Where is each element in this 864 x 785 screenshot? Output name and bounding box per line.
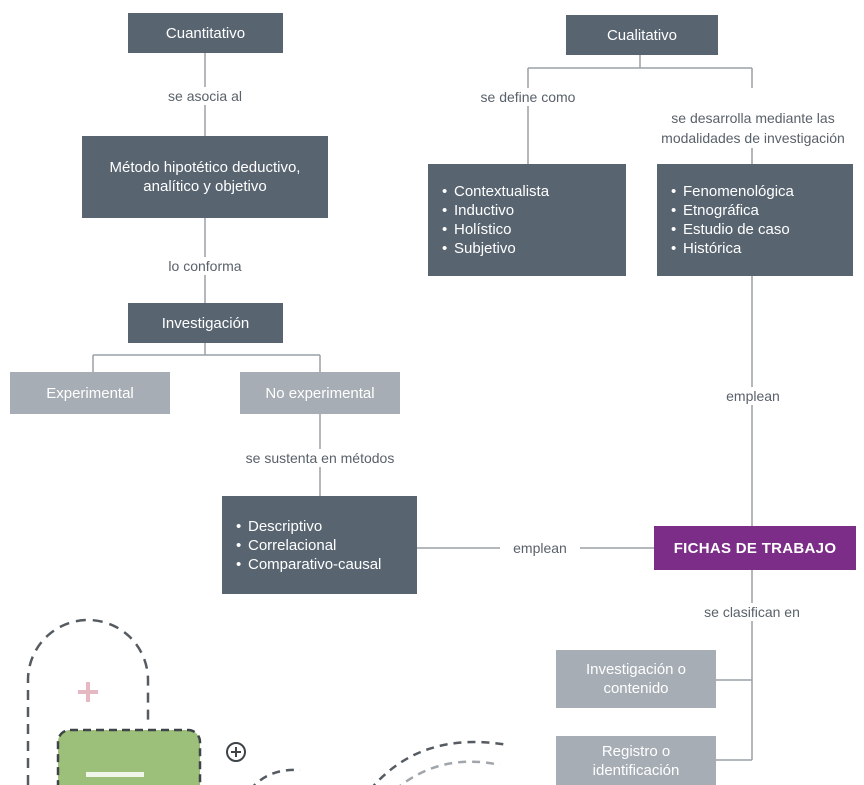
node-investigacion: Investigación (128, 303, 283, 343)
list-item: Estudio de caso (669, 220, 794, 239)
node-metodo: Método hipotético deductivo, analítico y… (82, 136, 328, 218)
node-cualitativo: Cualitativo (566, 15, 718, 55)
dashed-arc-decoration-2 (372, 740, 509, 785)
node-metodos-list: Descriptivo Correlacional Comparativo-ca… (222, 496, 417, 594)
label-se-define-como: se define como (463, 88, 593, 106)
dashed-arc-decoration-1 (252, 768, 301, 785)
list-item: Comparativo-causal (234, 555, 381, 574)
label-se-asocia-al: se asocia al (152, 87, 258, 105)
node-investigacion-label: Investigación (161, 314, 250, 332)
node-cuantitativo-label: Cuantitativo (165, 24, 246, 42)
label-emplean-center: emplean (500, 539, 580, 557)
node-fichas-label: FICHAS DE TRABAJO (673, 539, 837, 557)
list-item: Contextualista (440, 182, 549, 201)
label-se-asocia-al-text: se asocia al (168, 88, 242, 104)
dashed-arc-decoration-3 (399, 760, 501, 785)
metodos-list: Descriptivo Correlacional Comparativo-ca… (234, 517, 381, 574)
node-experimental-label: Experimental (46, 384, 134, 402)
label-se-clasifican: se clasifican en (690, 603, 814, 621)
label-emplean-right: emplean (718, 387, 788, 405)
node-cualitativo-list: Contextualista Inductivo Holístico Subje… (428, 164, 626, 276)
card-line-decoration (86, 772, 144, 777)
plus-cross-decoration (78, 682, 98, 702)
label-se-desarrolla: se desarrolla mediante las modalidades d… (648, 88, 858, 148)
list-item: Histórica (669, 239, 794, 258)
modalidades-list: Fenomenológica Etnográfica Estudio de ca… (669, 182, 794, 258)
green-card-decoration (56, 728, 202, 785)
label-se-define-como-text: se define como (480, 89, 576, 105)
label-lo-conforma: lo conforma (152, 257, 258, 275)
node-no-experimental-label: No experimental (265, 384, 375, 402)
list-item: Holístico (440, 220, 549, 239)
label-lo-conforma-text: lo conforma (168, 258, 242, 274)
cualitativo-list: Contextualista Inductivo Holístico Subje… (440, 182, 549, 258)
node-investigacion-contenido: Investigación o contenido (556, 650, 716, 708)
node-fichas-de-trabajo: FICHAS DE TRABAJO (654, 526, 856, 570)
label-emplean-center-text: emplean (513, 540, 567, 556)
list-item: Correlacional (234, 536, 381, 555)
label-se-sustenta: se sustenta en métodos (228, 449, 412, 467)
decorative-shapes (26, 618, 509, 785)
node-modalidades-list: Fenomenológica Etnográfica Estudio de ca… (657, 164, 853, 276)
list-item: Inductivo (440, 201, 549, 220)
node-cuantitativo: Cuantitativo (128, 13, 283, 53)
node-experimental: Experimental (10, 372, 170, 414)
add-circle-icon (226, 742, 246, 762)
list-item: Descriptivo (234, 517, 381, 536)
node-no-experimental: No experimental (240, 372, 400, 414)
label-emplean-right-text: emplean (726, 388, 780, 404)
node-registro-label: Registro o identificación (592, 743, 680, 779)
label-se-clasifican-text: se clasifican en (704, 604, 800, 620)
label-se-sustenta-text: se sustenta en métodos (245, 450, 395, 466)
label-se-desarrolla-text: se desarrolla mediante las modalidades d… (661, 110, 845, 146)
node-metodo-label: Método hipotético deductivo, analítico y… (109, 159, 301, 195)
node-cualitativo-label: Cualitativo (606, 26, 678, 44)
node-investigacion-contenido-label: Investigación o contenido (585, 661, 687, 697)
node-registro: Registro o identificación (556, 736, 716, 785)
list-item: Subjetivo (440, 239, 549, 258)
dashed-loop-decoration (26, 618, 150, 785)
list-item: Etnográfica (669, 201, 794, 220)
list-item: Fenomenológica (669, 182, 794, 201)
